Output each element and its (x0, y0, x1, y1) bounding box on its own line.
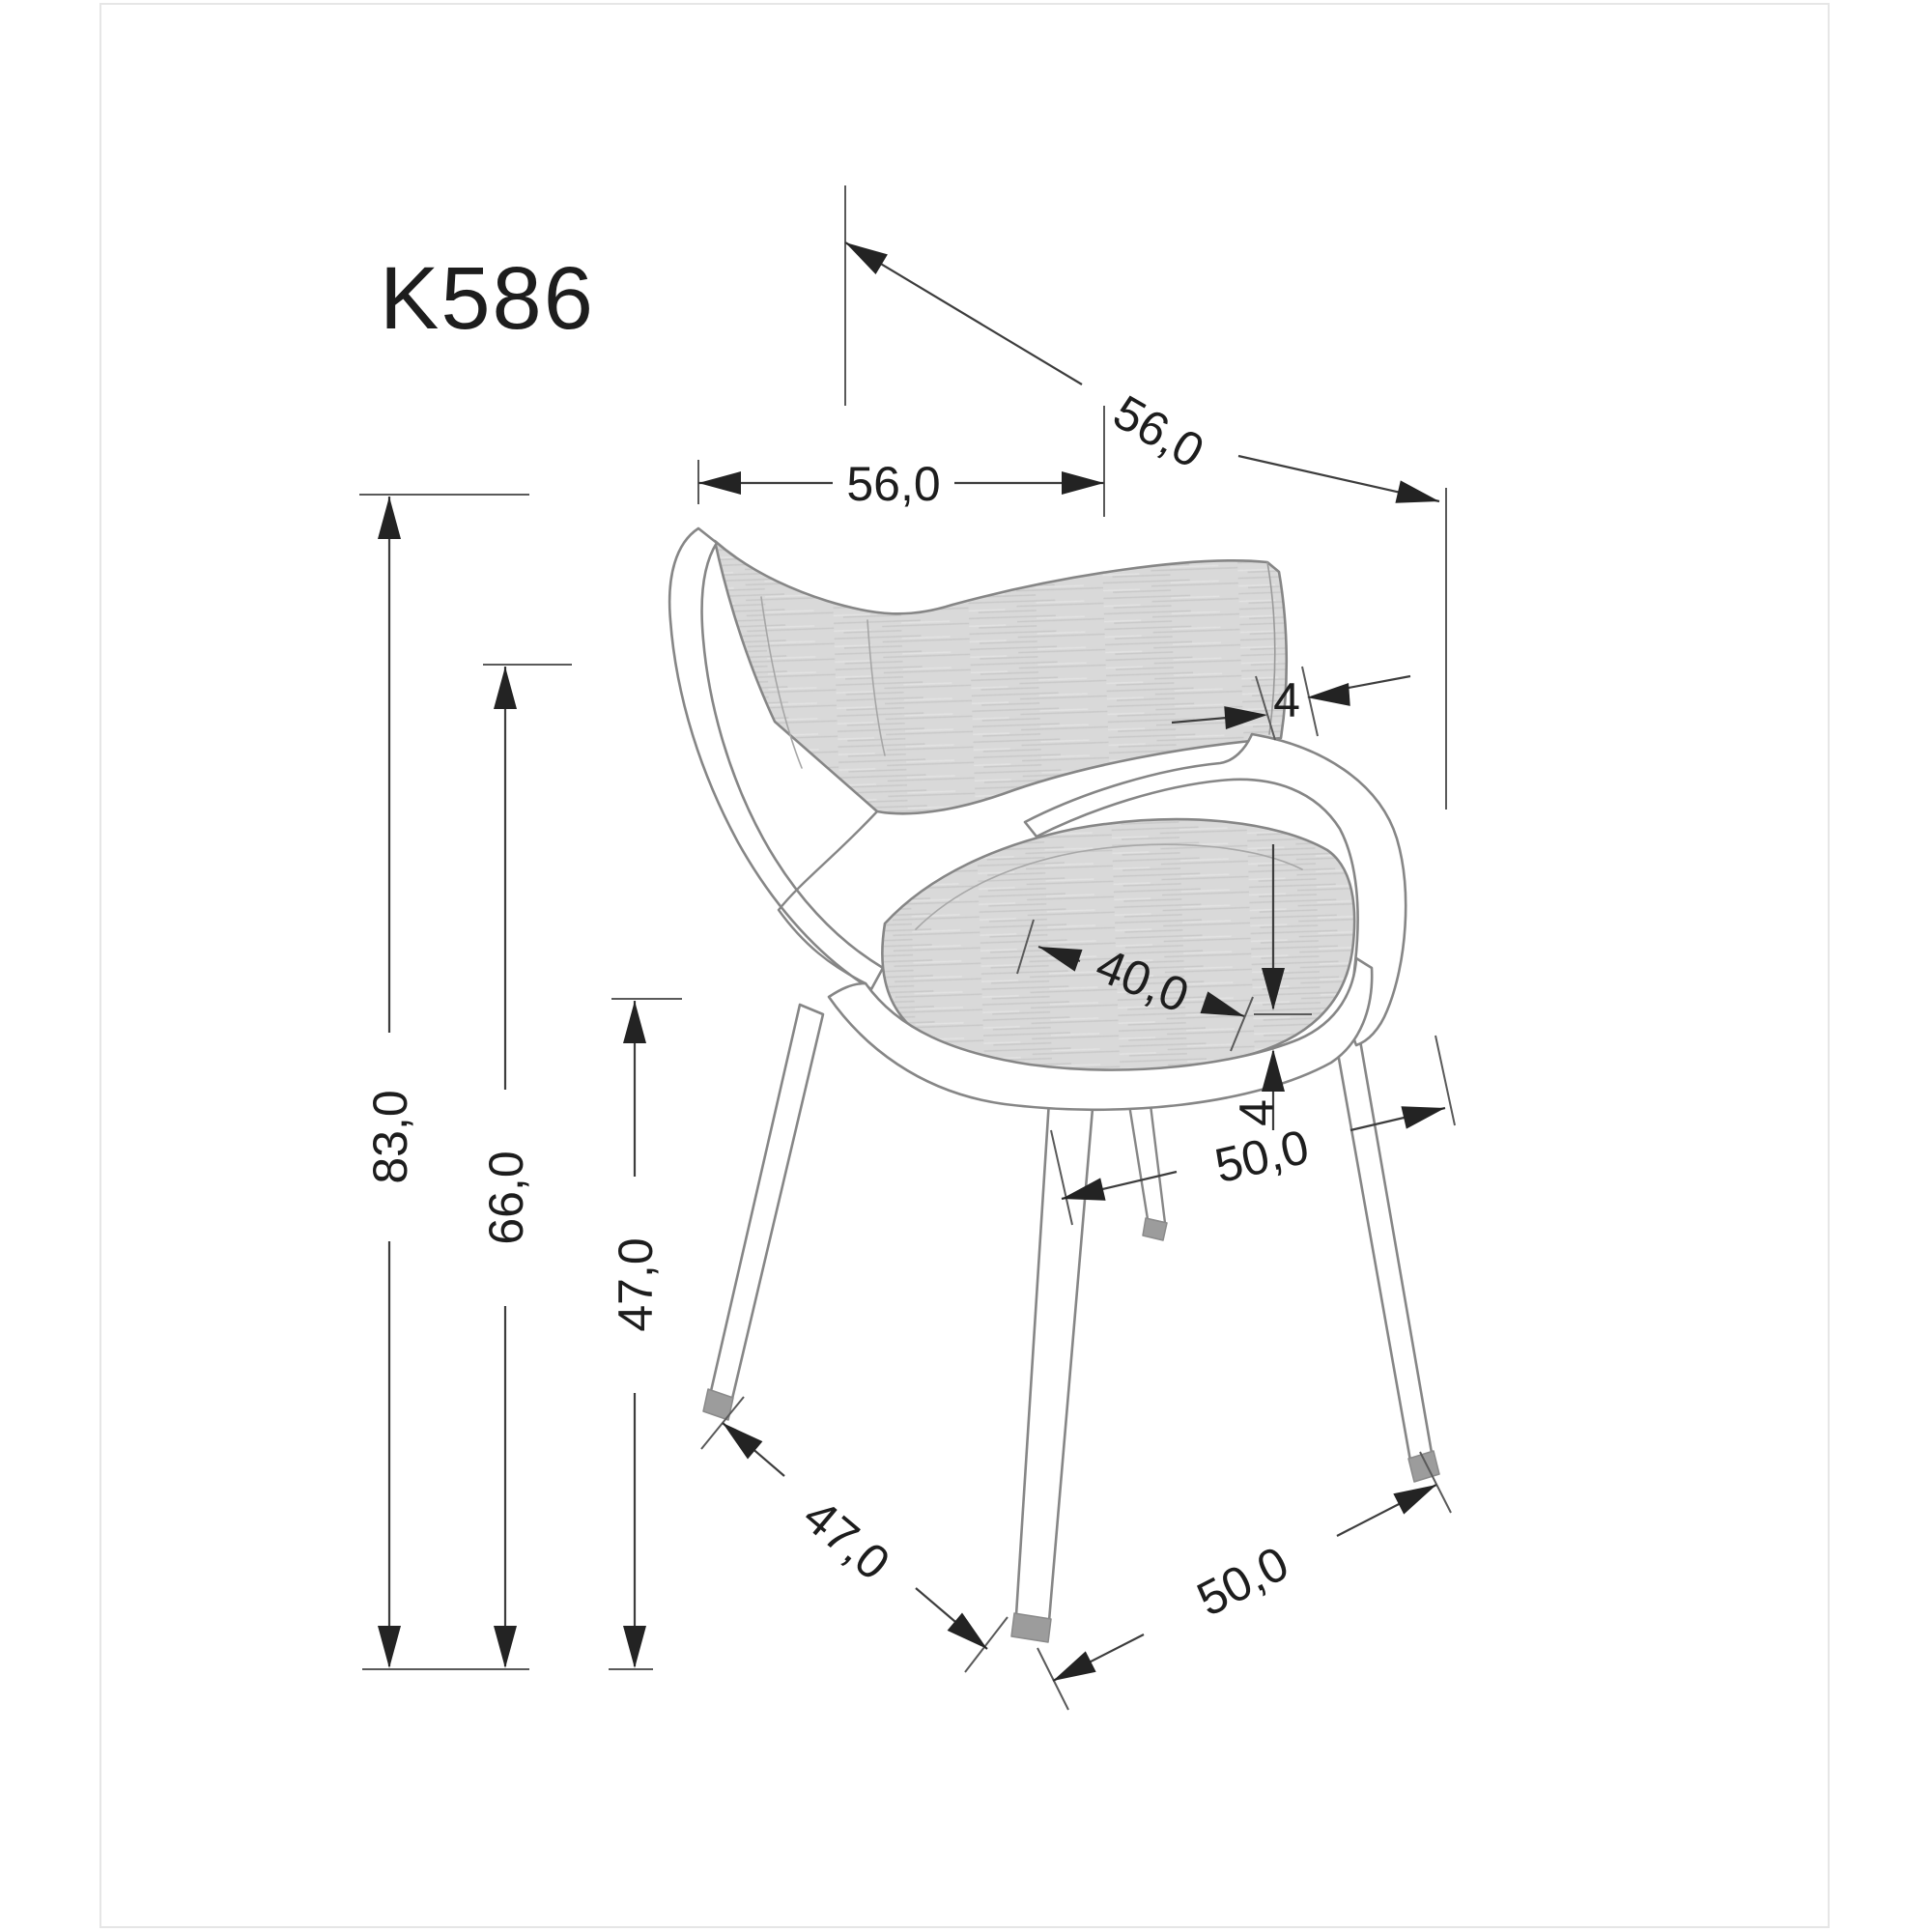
chair-front-shell (827, 956, 1374, 1112)
dim-label-seat-thickness: 4 (1230, 1099, 1284, 1126)
dim-label-backrest-height: 66,0 (479, 1151, 533, 1244)
dim-seat-depth (1016, 919, 1254, 1052)
dim-leg-span-depth (700, 1396, 1009, 1673)
chair-backrest-right-edge-line (1266, 561, 1276, 735)
dim-label-seat-width: 50,0 (1210, 1120, 1314, 1193)
dim-label-seat-height: 47,0 (609, 1237, 663, 1331)
dim-overall-depth (844, 185, 1447, 810)
dim-seat-width (1050, 1035, 1456, 1226)
dim-label-leg-span-depth: 47,0 (793, 1489, 900, 1590)
dimension-annotations (359, 185, 1456, 1711)
chair-leg-right (1331, 1016, 1440, 1483)
dim-leg-span-width (1037, 1451, 1452, 1711)
chair-left-armrest-lines (777, 810, 879, 985)
model-title: K586 (380, 249, 595, 348)
dim-label-leg-span-width: 50,0 (1188, 1536, 1296, 1627)
chair-leg-front-left (702, 1003, 825, 1421)
chair-leg-front-center (1010, 1068, 1097, 1643)
chair-backrest-creases (760, 596, 886, 769)
dim-label-overall-depth: 56,0 (1104, 384, 1212, 478)
chair-backrest-panel (713, 539, 1289, 815)
dim-seat-height (609, 998, 682, 1670)
chair-drawing (668, 526, 1440, 1643)
chair-seat-piping (915, 843, 1303, 930)
dim-label-total-height: 83,0 (363, 1090, 417, 1183)
dim-label-seat-back-width: 56,0 (846, 457, 940, 511)
dim-seat-back-width (697, 406, 1105, 517)
dim-total-height (359, 494, 529, 1670)
dim-backrest-height (481, 664, 572, 1670)
dim-label-backrest-thickness: 4 (1273, 673, 1300, 727)
dim-backrest-thickness (1171, 666, 1411, 741)
dim-seat-thickness (1254, 844, 1312, 1130)
